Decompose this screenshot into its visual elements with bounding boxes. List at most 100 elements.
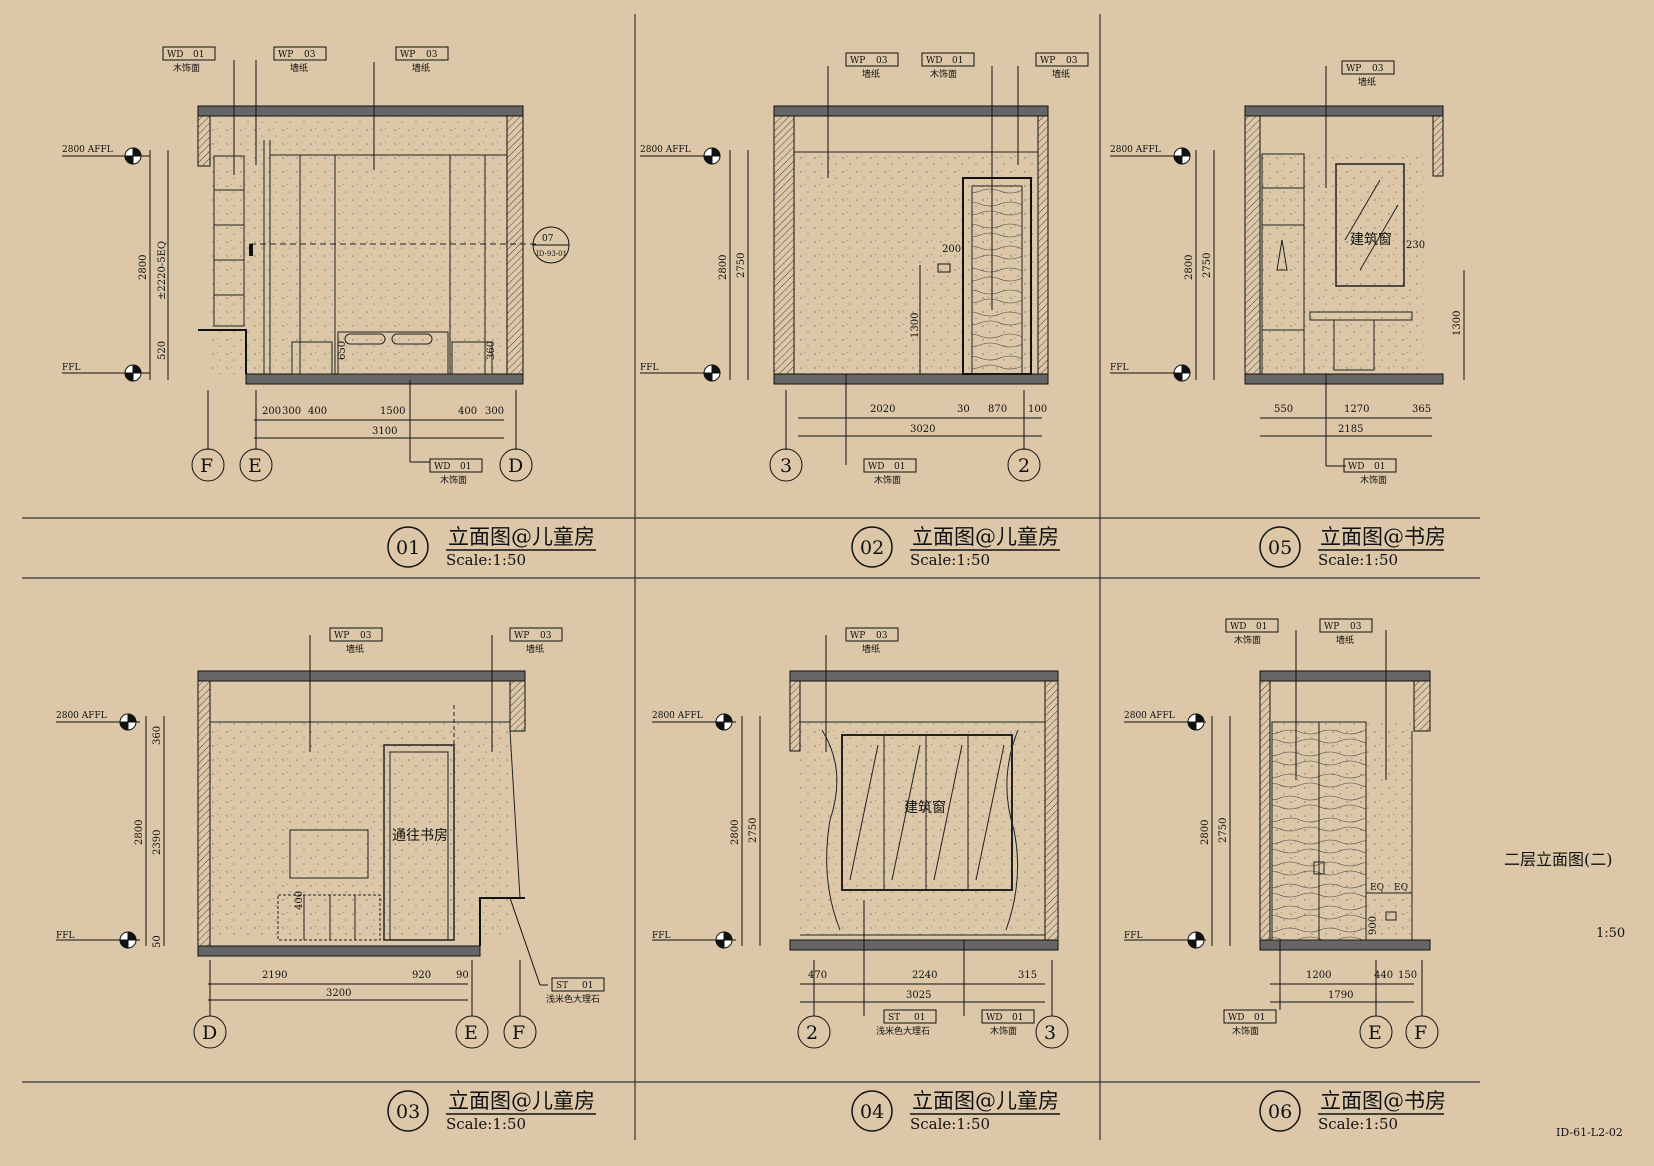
dimension: 2750	[748, 818, 759, 843]
view-title-05: 05 立面图@书房 Scale:1:50	[1259, 525, 1446, 569]
svg-text:WD: WD	[926, 56, 942, 66]
svg-text:01: 01	[460, 462, 471, 472]
dimension: 300	[485, 406, 504, 417]
view-title-03: 03 立面图@儿童房 Scale:1:50	[387, 1089, 596, 1133]
svg-text:03: 03	[304, 50, 316, 60]
svg-text:01: 01	[193, 50, 204, 60]
svg-text:ST: ST	[556, 981, 568, 991]
svg-text:WD: WD	[167, 50, 183, 60]
svg-text:01: 01	[1256, 622, 1267, 632]
svg-text:木饰面: 木饰面	[440, 474, 467, 486]
dimension: ±2220-5EQ	[157, 241, 168, 300]
material-tag: WD 01 木饰面	[981, 1009, 1035, 1037]
dimension: 360	[486, 341, 497, 360]
svg-text:Scale:1:50: Scale:1:50	[446, 551, 526, 569]
dimension: 2800	[134, 820, 145, 845]
dimension: 1500	[380, 406, 405, 417]
dimension: 1300	[1452, 311, 1463, 336]
svg-text:WD: WD	[1348, 462, 1364, 472]
grid-label: E	[464, 1022, 478, 1044]
view-title-04: 04 立面图@儿童房 Scale:1:50	[851, 1089, 1060, 1133]
svg-text:WP: WP	[850, 631, 865, 641]
svg-text:WD: WD	[1228, 1013, 1244, 1023]
view-title-06: 06 立面图@书房 Scale:1:50	[1259, 1089, 1446, 1133]
svg-text:02: 02	[860, 537, 884, 559]
svg-text:木饰面: 木饰面	[990, 1025, 1017, 1037]
grid-label: 3	[1044, 1022, 1056, 1044]
svg-text:WP: WP	[1040, 56, 1055, 66]
dimension-total: 3200	[326, 988, 351, 999]
svg-text:立面图@书房: 立面图@书房	[1320, 1089, 1446, 1113]
grid-label: E	[1368, 1022, 1382, 1044]
dimension: 300	[282, 406, 301, 417]
svg-text:WD: WD	[434, 462, 450, 472]
level-top-label: 2800 AFFL	[640, 145, 691, 155]
dimension-total: 3020	[910, 424, 935, 435]
svg-text:立面图@儿童房: 立面图@儿童房	[448, 1089, 595, 1113]
material-tag: WD 01 木饰面	[162, 46, 216, 74]
grid-label: D	[202, 1022, 217, 1044]
svg-text:01: 01	[914, 1013, 925, 1023]
sheet-side-title: 二层立面图(二)	[1504, 850, 1613, 869]
level-floor-label: FFL	[56, 931, 74, 941]
svg-text:墙纸: 墙纸	[290, 62, 308, 74]
dimension: 50	[152, 935, 163, 948]
material-tag: WP 03 墙纸	[1319, 618, 1373, 646]
svg-text:浅米色大理石: 浅米色大理石	[546, 993, 600, 1005]
grid-label: F	[512, 1022, 525, 1044]
svg-text:03: 03	[426, 50, 438, 60]
elevation-06: 2800 AFFL FFL EQ EQ E F WD 01 木饰面 WP 03 …	[1124, 618, 1446, 1133]
svg-text:01: 01	[1374, 462, 1385, 472]
svg-text:Scale:1:50: Scale:1:50	[1318, 551, 1398, 569]
svg-text:墙纸: 墙纸	[862, 68, 880, 80]
svg-text:01: 01	[396, 537, 420, 559]
svg-text:03: 03	[1066, 56, 1078, 66]
material-tag: WD 01 木饰面	[1223, 1009, 1277, 1037]
grid-label: F	[1414, 1022, 1427, 1044]
material-tag: ST 01 浅米色大理石	[546, 977, 605, 1005]
svg-text:Scale:1:50: Scale:1:50	[1318, 1115, 1398, 1133]
svg-text:WP: WP	[1324, 622, 1339, 632]
svg-text:木饰面: 木饰面	[930, 68, 957, 80]
svg-text:01: 01	[582, 981, 593, 991]
svg-text:06: 06	[1268, 1101, 1292, 1123]
svg-text:墙纸: 墙纸	[1052, 68, 1070, 80]
svg-text:墙纸: 墙纸	[526, 643, 544, 655]
level-floor-label: FFL	[652, 931, 670, 941]
material-tag: WD 01 木饰面	[1343, 458, 1397, 486]
dimension: 400	[308, 406, 327, 417]
dimension-total: 3100	[372, 426, 397, 437]
dimension: 2800	[718, 255, 729, 280]
material-tag: WP 03 墙纸	[395, 46, 449, 74]
elevation-05: 2800 AFFL FFL 建筑窗 WP 03 墙纸 WD 01 木饰面 550…	[1110, 60, 1465, 569]
svg-text:03: 03	[876, 56, 888, 66]
material-tag: WP 03 墙纸	[1341, 60, 1395, 88]
svg-text:03: 03	[1350, 622, 1362, 632]
material-tag: WP 03 墙纸	[509, 627, 563, 655]
window-label: 建筑窗	[904, 799, 946, 816]
svg-text:WD: WD	[986, 1013, 1002, 1023]
material-tag: WP 03 墙纸	[273, 46, 327, 74]
dimension: 470	[808, 970, 827, 981]
svg-text:04: 04	[860, 1101, 884, 1123]
svg-text:01: 01	[894, 462, 905, 472]
level-top-label: 2800 AFFL	[56, 711, 107, 721]
dimension: 920	[412, 970, 431, 981]
dimension: 100	[1028, 404, 1047, 415]
grid-label: E	[248, 455, 262, 477]
material-tag: WD 01 木饰面	[863, 458, 917, 486]
level-top-label: 2800 AFFL	[62, 145, 113, 155]
elevation-04: 2800 AFFL FFL 建筑窗 2 3 WP 03 墙纸 ST 01 浅米色…	[652, 627, 1069, 1133]
dimension: 315	[1018, 970, 1037, 981]
material-tag: WD 01 木饰面	[921, 52, 975, 80]
detail-ref-sheet: ID-93-01	[536, 250, 567, 258]
svg-text:03: 03	[876, 631, 888, 641]
svg-text:01: 01	[952, 56, 963, 66]
dimension: 2800	[730, 820, 741, 845]
dimension: 150	[1398, 970, 1417, 981]
svg-text:木饰面: 木饰面	[173, 62, 200, 74]
level-floor-label: FFL	[1124, 931, 1142, 941]
svg-text:木饰面: 木饰面	[874, 474, 901, 486]
material-tag: WP 03 墙纸	[845, 627, 899, 655]
